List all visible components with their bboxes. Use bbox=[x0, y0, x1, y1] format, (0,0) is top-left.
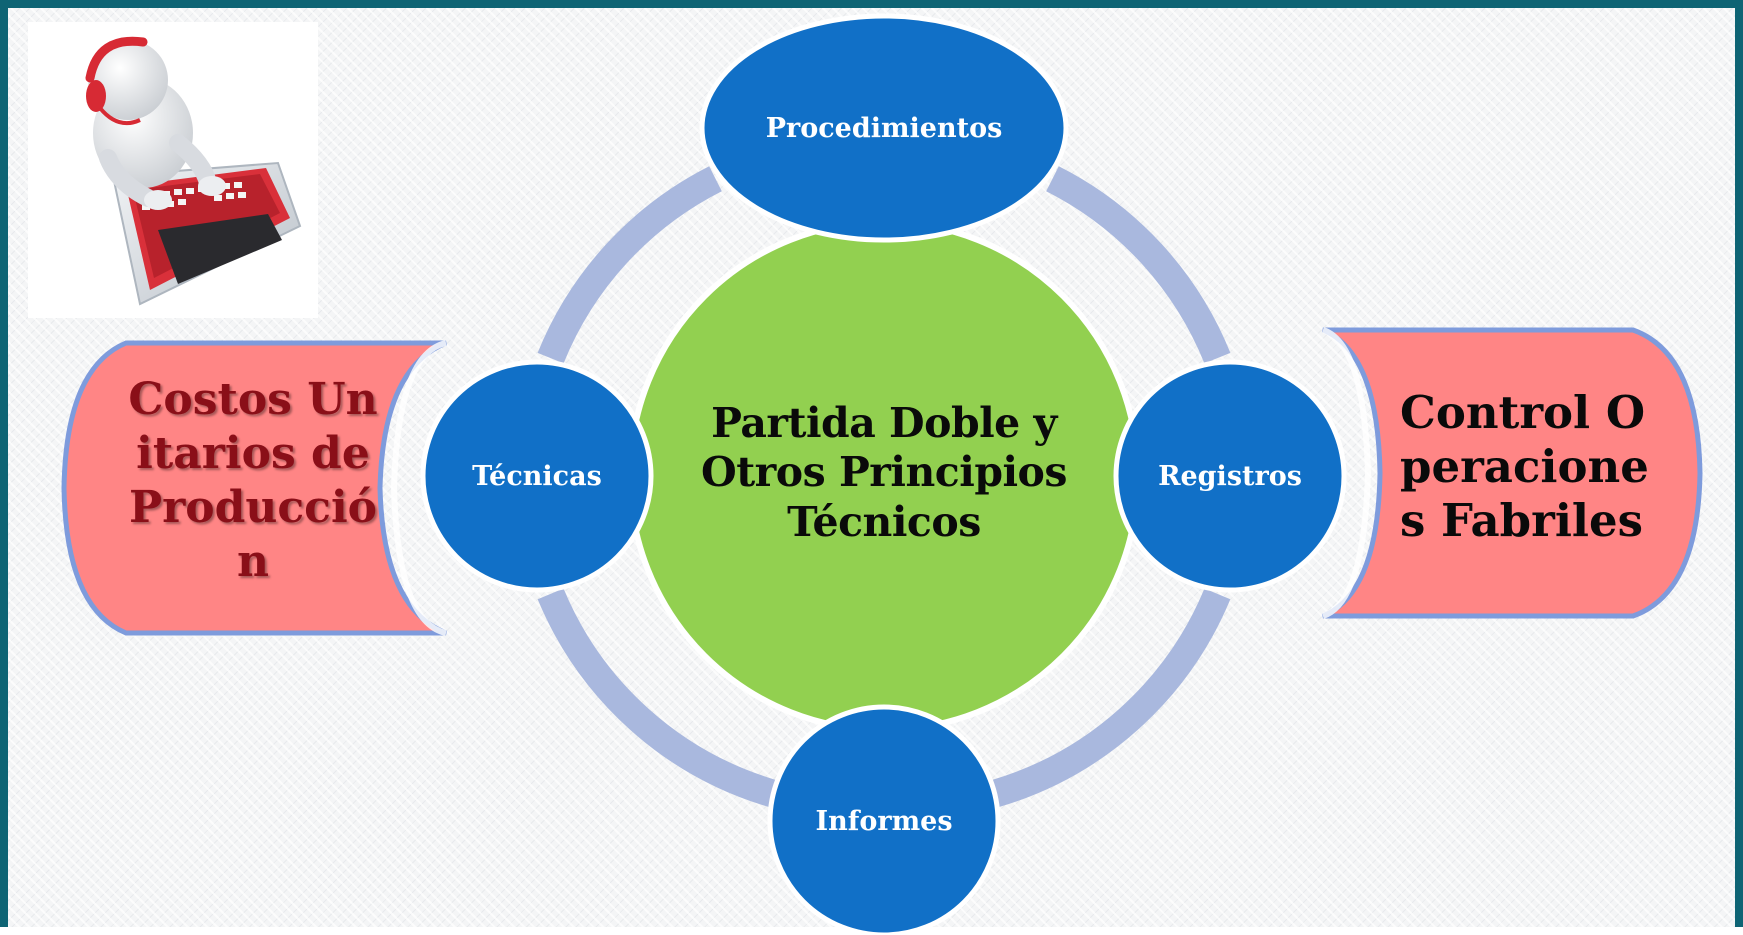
node-right-label: Registros bbox=[1158, 460, 1302, 492]
ring-arc-bottom-right bbox=[991, 588, 1231, 807]
node-left-label: Técnicas bbox=[472, 460, 602, 492]
diagram-canvas bbox=[28, 13, 1703, 935]
ring-arc-top-left bbox=[537, 166, 722, 364]
node-bottom bbox=[767, 704, 1001, 935]
cycle-ring bbox=[537, 166, 1231, 807]
ring-arc-top-right bbox=[1046, 166, 1231, 364]
node-left bbox=[420, 359, 654, 593]
person-laptop-icon bbox=[28, 22, 318, 318]
node-top bbox=[699, 13, 1069, 243]
left-scroll-label: Costos Unitarios de Producción bbox=[128, 374, 378, 588]
left-scroll-shape bbox=[61, 340, 447, 636]
node-top-label: Procedimientos bbox=[765, 112, 1003, 144]
node-right bbox=[1113, 359, 1347, 593]
center-label: Partida Doble y Otros Principios Técnico… bbox=[701, 399, 1068, 546]
right-scroll-label: Control Operaciones Fabriles bbox=[1400, 386, 1649, 547]
node-bottom-label: Informes bbox=[815, 805, 953, 837]
ring-arc-bottom-left bbox=[537, 588, 777, 807]
right-scroll-shape bbox=[1321, 327, 1703, 619]
